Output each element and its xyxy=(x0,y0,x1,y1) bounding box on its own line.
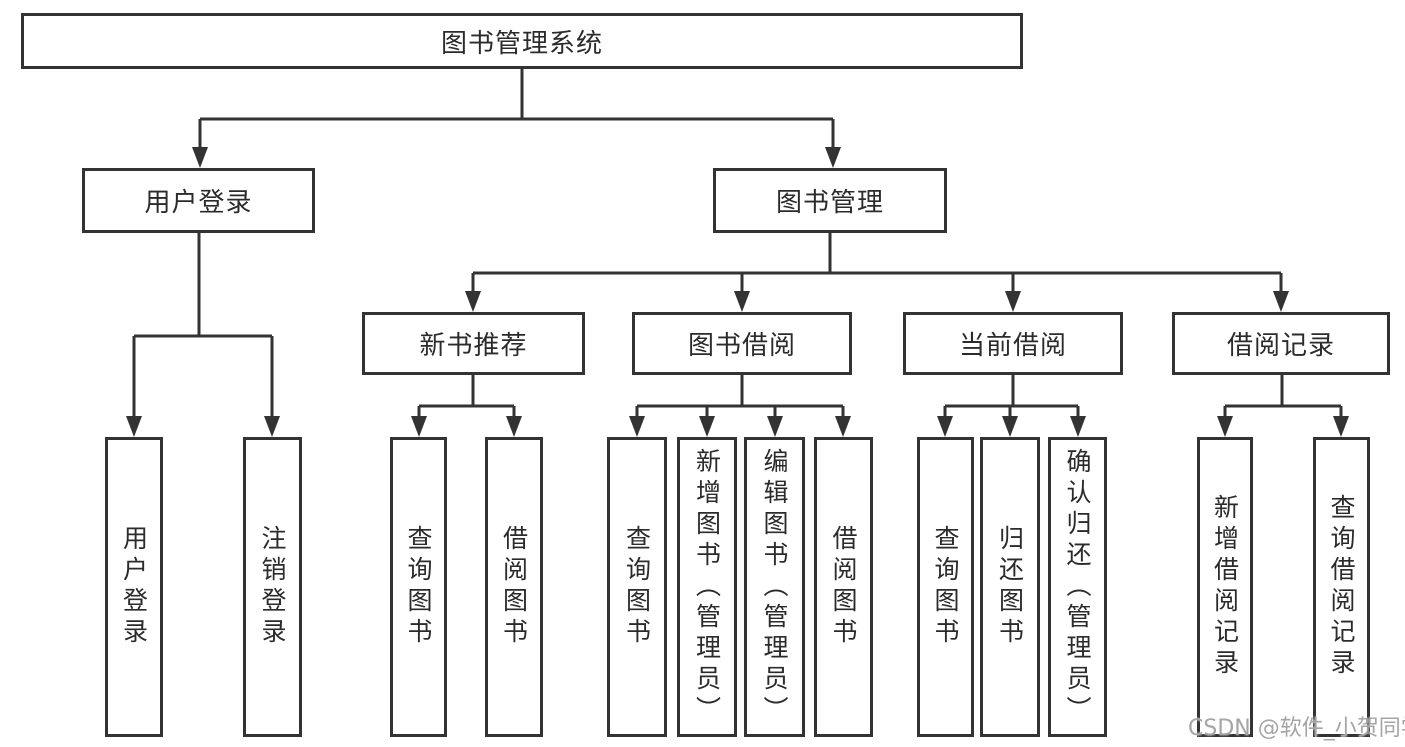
leaf-borrow-books: 借阅图书 xyxy=(814,437,873,737)
leaf-borrow-books: 借阅图书 xyxy=(485,437,543,737)
arrowheads xyxy=(126,147,1349,437)
leaf-label: 新增借阅记录 xyxy=(1210,494,1240,680)
leaf-label: 查询图书 xyxy=(404,525,433,649)
leaf-query-books: 查询图书 xyxy=(607,437,667,737)
node-user-login: 用户登录 xyxy=(82,168,315,233)
leaf-label: 借阅图书 xyxy=(499,525,529,649)
leaf-query-books: 查询图书 xyxy=(390,437,447,737)
node-book-borrow: 图书借阅 xyxy=(632,312,852,375)
leaf-label: 归还图书 xyxy=(995,525,1025,649)
leaf-label: 查询借阅记录 xyxy=(1327,494,1356,680)
leaf-label: 用户登录 xyxy=(119,525,149,649)
node-new-book-recommend: 新书推荐 xyxy=(362,312,585,375)
leaf-user-login: 用户登录 xyxy=(105,437,163,737)
leaf-confirm-return-admin: 确认归还（管理员） xyxy=(1048,437,1107,737)
leaf-label: 注销登录 xyxy=(258,525,287,649)
leaf-query-books: 查询图书 xyxy=(917,437,974,737)
leaf-add-books-admin: 新增图书（管理员） xyxy=(677,437,737,737)
watermark: CSDN @软件_小贺同学 xyxy=(1188,716,1405,741)
leaf-label: 确认归还（管理员） xyxy=(1063,447,1092,727)
leaf-label: 借阅图书 xyxy=(829,525,858,649)
leaf-label: 查询图书 xyxy=(622,525,652,649)
node-current-borrow: 当前借阅 xyxy=(903,312,1123,375)
node-root-system: 图书管理系统 xyxy=(21,13,1023,69)
leaf-edit-books-admin: 编辑图书（管理员） xyxy=(744,437,805,737)
leaf-query-borrow-record: 查询借阅记录 xyxy=(1313,437,1370,737)
leaf-logout: 注销登录 xyxy=(243,437,302,737)
leaf-label: 新增图书（管理员） xyxy=(692,447,722,727)
leaf-add-borrow-record: 新增借阅记录 xyxy=(1197,437,1253,737)
leaf-return-books: 归还图书 xyxy=(980,437,1040,737)
leaf-label: 查询图书 xyxy=(931,525,960,649)
leaf-label: 编辑图书（管理员） xyxy=(760,447,789,727)
node-book-management: 图书管理 xyxy=(713,168,947,233)
node-borrow-records: 借阅记录 xyxy=(1172,312,1390,375)
